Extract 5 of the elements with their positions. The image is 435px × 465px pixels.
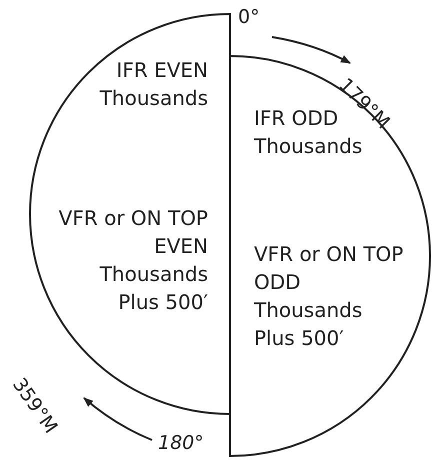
altitude-rule-text: VFR or ON TOP ODD Thousands Plus 500′: [254, 241, 404, 352]
altitude-rule-text: IFR EVEN Thousands: [98, 57, 208, 112]
heading-label: 0°: [238, 6, 260, 28]
heading-label: 180°: [158, 432, 204, 454]
altitude-rule-text: VFR or ON TOP EVEN Thousands Plus 500′: [58, 205, 208, 316]
